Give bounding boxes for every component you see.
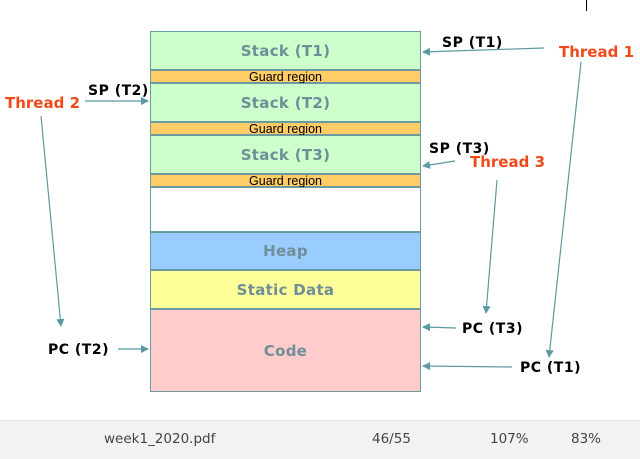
- arrow-pc-t3: [422, 323, 457, 332]
- guard-region-3-label: Guard region: [249, 173, 322, 188]
- status-filename: week1_2020.pdf: [104, 431, 216, 447]
- arrows-layer: [40, 47, 582, 371]
- code-label: Code: [263, 341, 308, 360]
- static-data-segment: Static Data: [150, 270, 421, 309]
- sp-t2-label: SP (T2): [88, 83, 149, 99]
- status-battery-level: 83%: [571, 431, 602, 447]
- sp-t3-label: SP (T3): [429, 141, 490, 157]
- arrow-t3-to-pc: [482, 179, 498, 314]
- arrow-t1-to-sp: [422, 47, 545, 56]
- guard-region-1-label: Guard region: [249, 69, 322, 84]
- guard-region-2: Guard region: [150, 121, 421, 136]
- stack-t1-segment: Stack (T1): [150, 31, 421, 70]
- text-cursor: [586, 0, 587, 11]
- slide-canvas: Stack (T1) Guard region Stack (T2) Guard…: [5, 31, 634, 392]
- stack-t2-label: Stack (T2): [240, 93, 331, 112]
- pc-t1-label: PC (T1): [520, 360, 581, 376]
- thread-3-label: Thread 3: [470, 153, 545, 171]
- pc-t3-label: PC (T3): [462, 321, 523, 337]
- arrow-t1-to-pc: [545, 61, 582, 358]
- arrow-pc-t1: [422, 362, 513, 371]
- stack-t2-segment: Stack (T2): [150, 83, 421, 122]
- static-data-label: Static Data: [236, 280, 335, 299]
- arrow-t2-to-pc: [40, 115, 65, 327]
- heap-label: Heap: [263, 242, 308, 260]
- code-segment: Code: [150, 309, 421, 392]
- status-page-indicator[interactable]: 46/55: [372, 431, 411, 447]
- arrow-sp-t3: [422, 160, 456, 169]
- pc-t2-label: PC (T2): [48, 342, 109, 358]
- stack-t3-label: Stack (T3): [240, 145, 331, 164]
- guard-region-1: Guard region: [150, 69, 421, 84]
- free-space-segment: [150, 187, 421, 232]
- stack-t3-segment: Stack (T3): [150, 135, 421, 174]
- guard-region-2-label: Guard region: [249, 121, 322, 136]
- stack-t1-label: Stack (T1): [240, 41, 331, 60]
- sp-t1-label: SP (T1): [442, 35, 503, 51]
- heap-segment: Heap: [150, 232, 421, 270]
- pdf-status-bar: week1_2020.pdf 46/55 107% 83%: [0, 420, 640, 459]
- status-zoom-level[interactable]: 107%: [490, 431, 529, 447]
- thread-2-label: Thread 2: [5, 94, 80, 112]
- thread-1-label: Thread 1: [559, 43, 634, 61]
- guard-region-3: Guard region: [150, 173, 421, 188]
